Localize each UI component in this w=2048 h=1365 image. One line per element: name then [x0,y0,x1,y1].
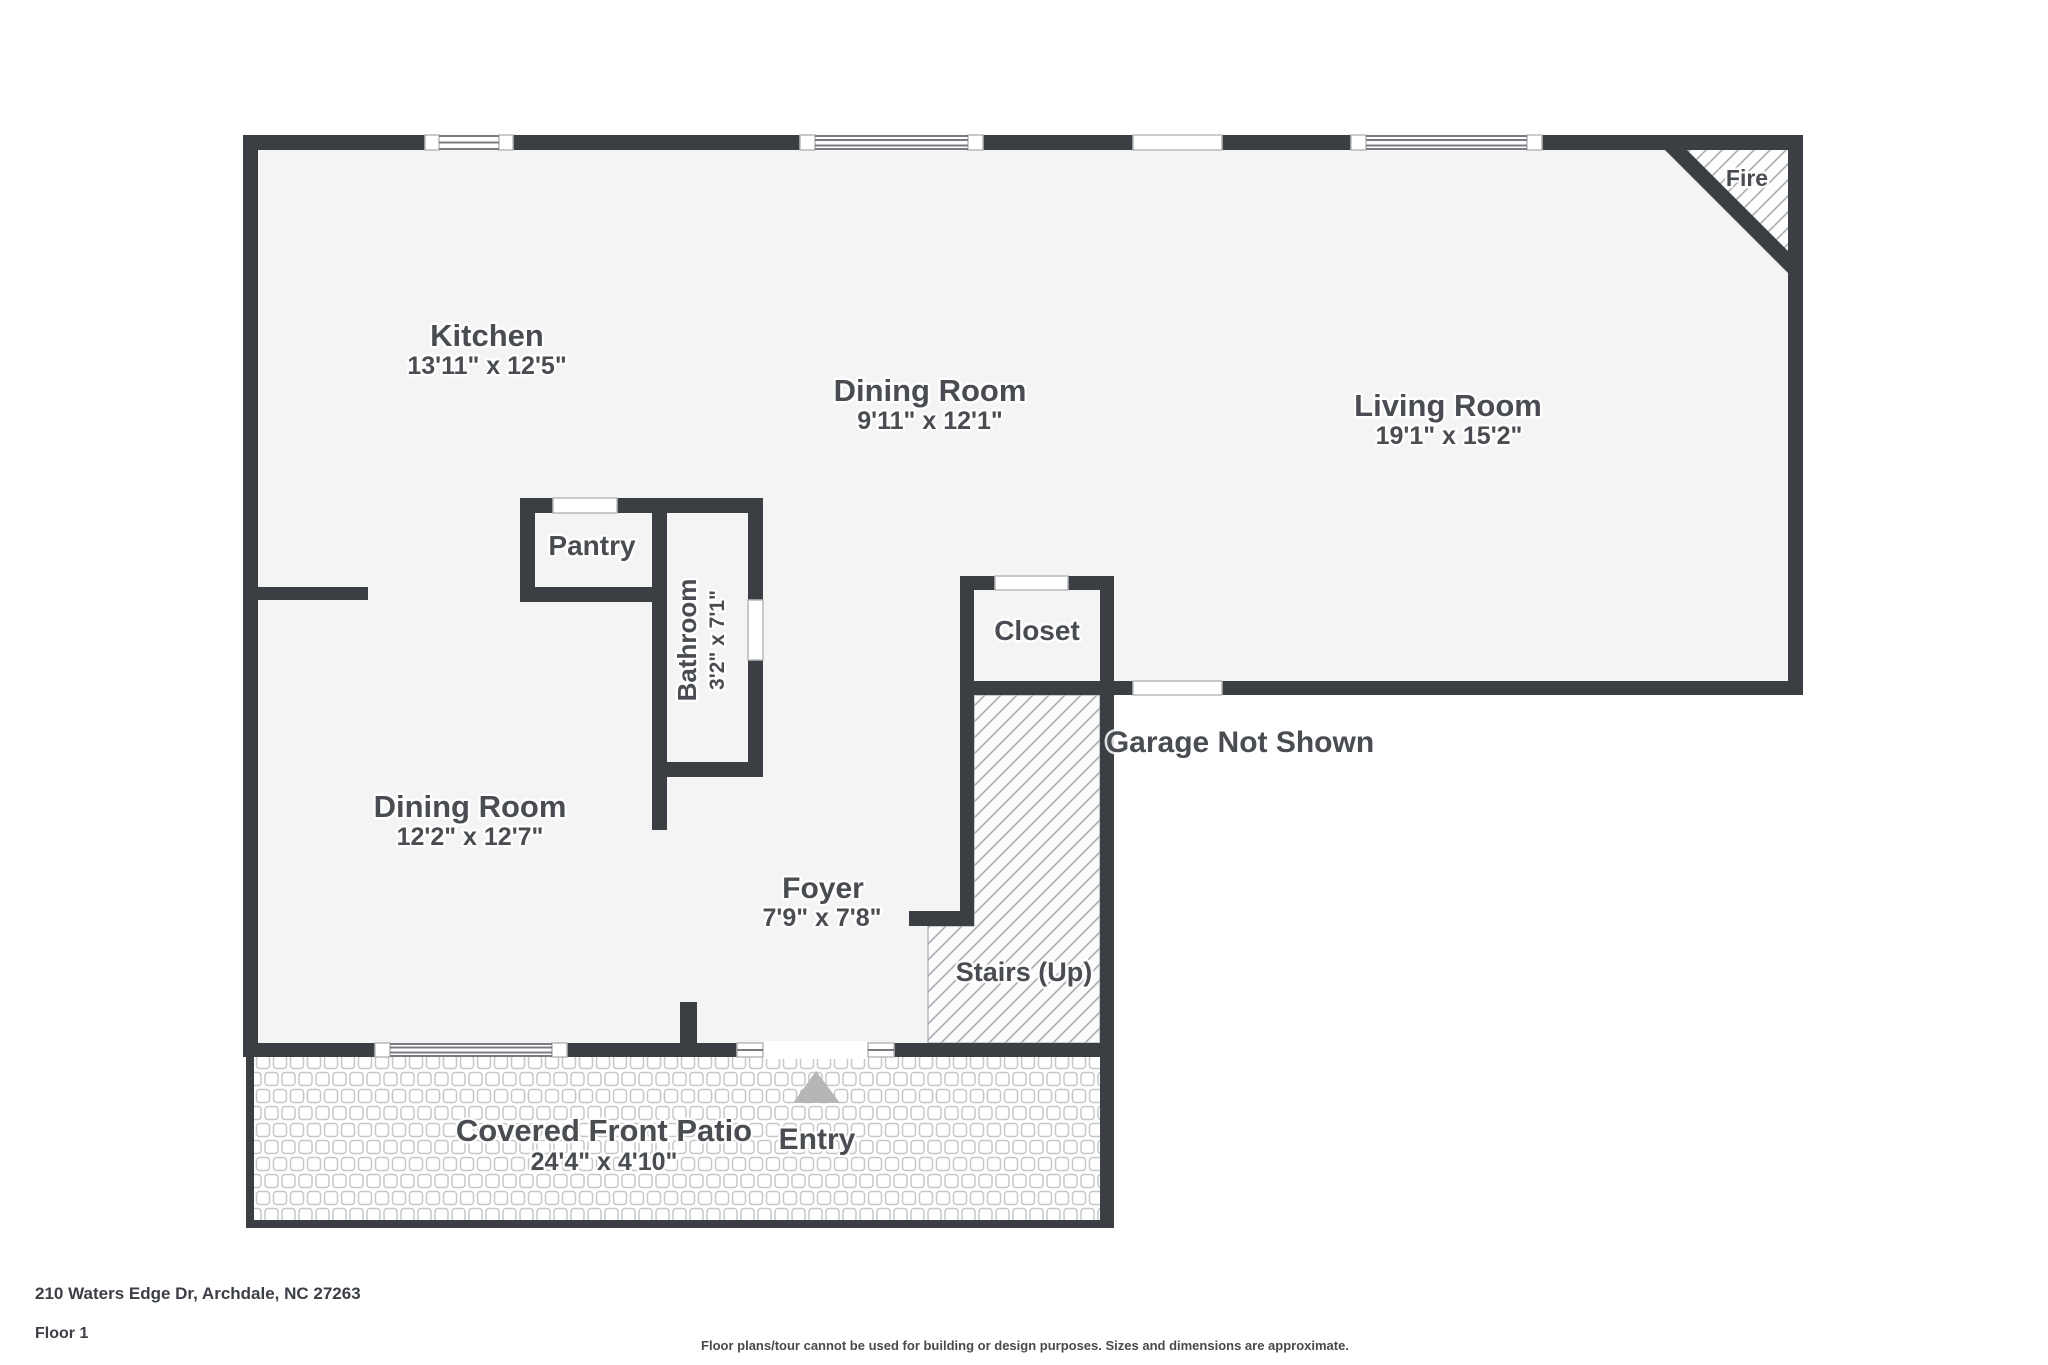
pantry-label: Pantry [548,530,636,561]
garage-note-label: Garage Not Shown [1106,726,1374,759]
entry-arrow-icon [793,1071,840,1103]
wall-opening [1132,134,1223,151]
openings-layer [374,134,1543,1059]
entry-door [736,1041,895,1059]
wall-bathroom-top [652,498,763,513]
wall-closet-bottom [960,681,1114,695]
fireplace-label: Fire [1726,165,1768,191]
foyer-label: Foyer [782,872,864,905]
kitchen-dims: 13'11" x 12'5" [407,352,566,380]
living-room-dims: 19'1" x 15'2" [1376,422,1523,450]
patio-floor [254,1057,1100,1220]
patio-label: Covered Front Patio [456,1113,752,1148]
patio-dims: 24'4" x 4'10" [531,1148,678,1176]
living-room-label: Living Room [1354,388,1542,423]
window [374,1042,568,1058]
dining-room-lower-label: Dining Room [374,789,567,824]
wall-front [243,1043,1114,1057]
wall-foyer-stub [680,1002,697,1043]
pantry-door-opening [552,497,618,514]
entry-label: Entry [779,1123,856,1156]
wall-stairs-left [960,695,974,925]
wall-fireplace-diagonal [1665,150,1788,273]
wall-closet-left [960,576,974,695]
wall-pantry-left [520,498,535,602]
wall-right [1788,135,1803,695]
foyer-dims: 7'9" x 7'8" [762,904,881,932]
wall-stairs-nib [909,911,974,926]
wall-pantry-bottom [520,587,667,602]
labels-layer: Kitchen 13'11" x 12'5" Dining Room 9'11"… [371,163,1771,1179]
bathroom-dims: 3'2" x 7'1" [706,590,729,690]
window [1350,134,1543,151]
garage-door-opening [1132,680,1223,696]
wall-bathroom-left [652,498,667,830]
dining-room-lower-dims: 12'2" x 12'7" [397,823,544,851]
floor-label: Floor 1 [35,1325,88,1342]
dining-room-upper-label: Dining Room [834,373,1027,408]
disclaimer-text: Floor plans/tour cannot be used for buil… [701,1338,1349,1353]
building-floor [243,135,1803,1057]
window [799,134,984,151]
stairs-label: Stairs (Up) [956,957,1093,987]
address-text: 210 Waters Edge Dr, Archdale, NC 27263 [35,1284,361,1303]
bathroom-door-opening [747,599,764,661]
closet-door-opening [994,575,1069,591]
bathroom-label: Bathroom [672,579,702,702]
wall-patio-left [246,1057,254,1228]
window [424,134,514,151]
wall-stairs-right [1100,576,1114,1228]
closet-label: Closet [994,615,1080,646]
dining-room-upper-dims: 9'11" x 12'1" [857,407,1002,435]
footer: 210 Waters Edge Dr, Archdale, NC 27263 F… [35,1284,1349,1353]
wall-bathroom-bottom [652,762,763,777]
wall-living-bottom [1100,681,1803,695]
wall-patio-bottom [246,1220,1114,1228]
wall-kitchen-stub [243,587,368,600]
kitchen-label: Kitchen [430,318,544,353]
